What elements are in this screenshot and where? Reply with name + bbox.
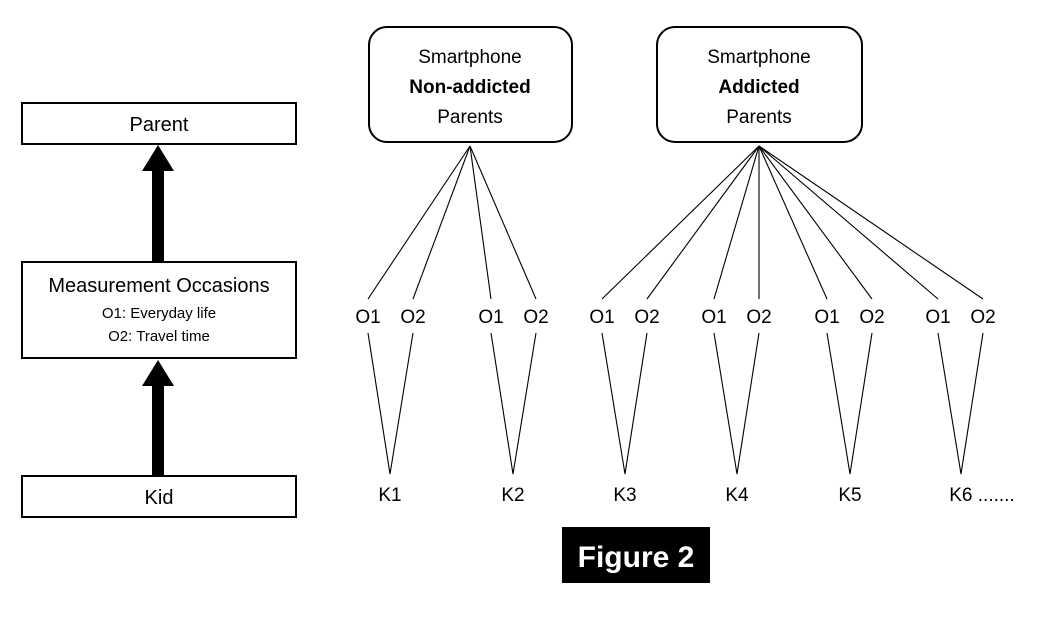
measurement-occasions-box-label: Measurement Occasions bbox=[48, 275, 269, 297]
arrow-shaft bbox=[152, 378, 164, 476]
kid-link-line bbox=[736, 332, 760, 475]
legend-box-parent: Parent bbox=[21, 102, 297, 145]
kid-node-label: K1 bbox=[378, 485, 401, 506]
figure-caption: Figure 2 bbox=[562, 527, 710, 583]
kid-box-label: Kid bbox=[145, 487, 174, 509]
arrow-shaft bbox=[152, 163, 164, 261]
occasion-node-label: O2 bbox=[523, 307, 548, 328]
occasion-node-label: O2 bbox=[970, 307, 995, 328]
kid-link-line bbox=[601, 332, 626, 475]
measurement-occasions-box-outline bbox=[21, 261, 297, 359]
non-addicted-parent-node: Smartphone Non-addicted Parents bbox=[368, 26, 573, 143]
occasion-node-label: O1 bbox=[814, 307, 839, 328]
occasion-node-label: O1 bbox=[925, 307, 950, 328]
occasion-node-label: O1 bbox=[589, 307, 614, 328]
non-addicted-kid-lines bbox=[367, 332, 537, 475]
kid-node-label: K6 ....... bbox=[949, 485, 1014, 506]
kid-node-label: K3 bbox=[613, 485, 636, 506]
occasion-node-label: O1 bbox=[701, 307, 726, 328]
non-addicted-line-3: Parents bbox=[437, 107, 502, 128]
figure-caption-text: Figure 2 bbox=[578, 541, 695, 574]
addicted-occasion-labels: O1 O2 O1 O2 O1 O2 O1 O2 bbox=[589, 307, 995, 328]
kid-link-line bbox=[389, 332, 414, 475]
addicted-line-2: Addicted bbox=[718, 77, 799, 98]
figure-caption-background bbox=[562, 527, 710, 583]
occasion-definition-o2: O2: Travel time bbox=[108, 328, 210, 345]
legend-box-kid: Kid bbox=[21, 475, 297, 518]
fan-line bbox=[758, 145, 828, 300]
arrow-head bbox=[142, 145, 174, 171]
addicted-line-1: Smartphone bbox=[707, 47, 811, 68]
non-addicted-occasion-labels: O1 O2 O1 O2 bbox=[355, 307, 548, 328]
occasion-node-label: O2 bbox=[859, 307, 884, 328]
fan-line bbox=[469, 145, 537, 300]
kid-link-line bbox=[849, 332, 873, 475]
kid-link-line bbox=[512, 332, 537, 475]
arrow-occasions-to-parent bbox=[142, 145, 174, 261]
fan-line bbox=[758, 145, 984, 300]
occasion-definition-o1: O1: Everyday life bbox=[102, 305, 216, 322]
addicted-parent-node: Smartphone Addicted Parents bbox=[656, 26, 863, 143]
kid-link-line bbox=[713, 332, 738, 475]
occasion-node-label: O1 bbox=[478, 307, 503, 328]
fan-line bbox=[758, 145, 873, 300]
kid-box-outline bbox=[21, 475, 297, 518]
kid-link-line bbox=[624, 332, 648, 475]
kid-link-line bbox=[960, 332, 984, 475]
group-addicted: Smartphone Addicted Parents O1 O2 O1 bbox=[589, 26, 1015, 506]
addicted-fan-lines bbox=[601, 145, 984, 300]
occasion-node-label: O1 bbox=[355, 307, 380, 328]
addicted-kid-lines bbox=[601, 332, 984, 475]
legend-box-measurement-occasions: Measurement Occasions O1: Everyday life … bbox=[21, 261, 297, 359]
fan-line bbox=[646, 145, 760, 300]
legend-panel: Parent Measurement Occasions O1: Everyda… bbox=[21, 102, 297, 518]
group-non-addicted: Smartphone Non-addicted Parents O1 O2 O1… bbox=[355, 26, 573, 506]
kid-link-line bbox=[490, 332, 514, 475]
kid-link-line bbox=[826, 332, 851, 475]
addicted-box-outline bbox=[656, 26, 863, 143]
kid-link-line bbox=[937, 332, 962, 475]
kid-node-label: K4 bbox=[725, 485, 749, 506]
non-addicted-kid-labels: K1 K2 bbox=[378, 485, 524, 506]
arrow-head bbox=[142, 360, 174, 386]
non-addicted-box-outline bbox=[368, 26, 573, 143]
non-addicted-line-1: Smartphone bbox=[418, 47, 522, 68]
parent-box-outline bbox=[21, 102, 297, 145]
fan-line bbox=[601, 145, 760, 300]
kid-link-line bbox=[367, 332, 391, 475]
non-addicted-line-2: Non-addicted bbox=[409, 77, 530, 98]
fan-line bbox=[469, 145, 492, 300]
addicted-line-3: Parents bbox=[726, 107, 791, 128]
fan-line bbox=[758, 145, 939, 300]
kid-node-label: K2 bbox=[501, 485, 524, 506]
addicted-kid-labels: K3 K4 K5 K6 ....... bbox=[613, 485, 1014, 506]
parent-box-label: Parent bbox=[130, 114, 189, 136]
arrow-kid-to-occasions bbox=[142, 360, 174, 476]
kid-node-label: K5 bbox=[838, 485, 861, 506]
occasion-node-label: O2 bbox=[746, 307, 771, 328]
occasion-node-label: O2 bbox=[400, 307, 425, 328]
non-addicted-fan-lines bbox=[367, 145, 537, 300]
fan-line bbox=[412, 145, 471, 300]
fan-line bbox=[367, 145, 471, 300]
fan-line bbox=[713, 145, 760, 300]
occasion-node-label: O2 bbox=[634, 307, 659, 328]
